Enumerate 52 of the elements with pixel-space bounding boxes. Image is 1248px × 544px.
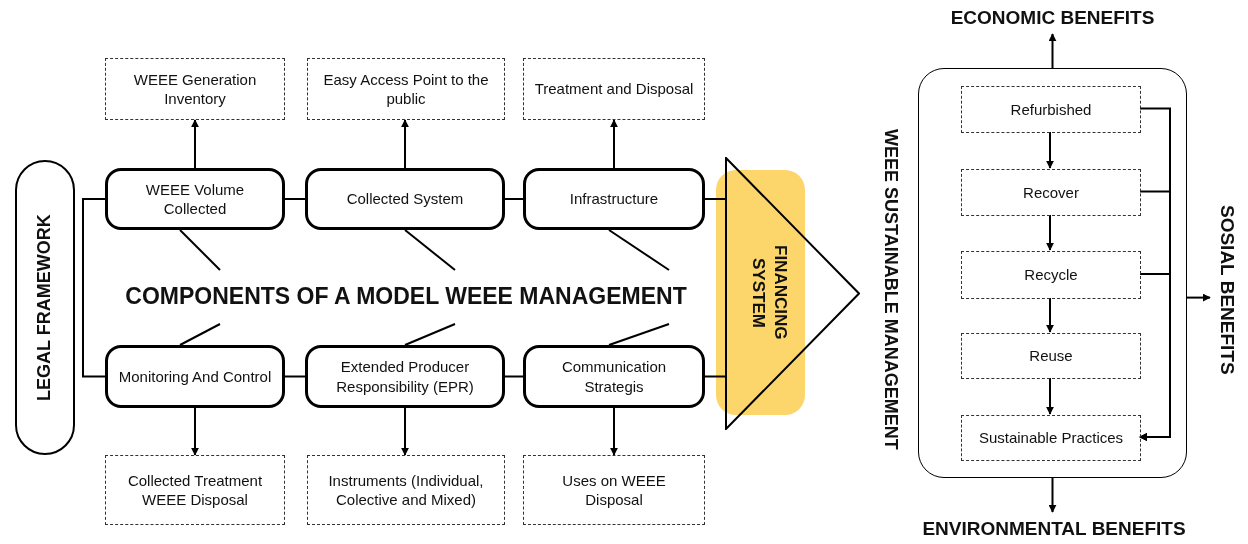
outcome-box: Instruments (Individual, Colective and Mixed) xyxy=(307,455,505,525)
arrow xyxy=(1139,273,1171,441)
arrow xyxy=(191,119,199,169)
outcome-box: Treatment and Disposal xyxy=(523,58,705,120)
outcome-box: Collected Treatment WEEE Disposal xyxy=(105,455,285,525)
arrow xyxy=(401,407,409,456)
arrow xyxy=(1048,33,1057,69)
arrow xyxy=(610,119,618,169)
connector-line xyxy=(284,375,306,378)
stage-box: Sustainable Practices xyxy=(961,415,1141,461)
outcome-box: Uses on WEEE Disposal xyxy=(523,455,705,525)
connector-line xyxy=(608,229,670,271)
component-box: Collected System xyxy=(305,168,505,230)
component-box: Extended Producer Responsibility (EPR) xyxy=(305,345,505,408)
component-box: WEEE Volume Collected xyxy=(105,168,285,230)
outcome-box: WEEE Generation Inventory xyxy=(105,58,285,120)
connector-line xyxy=(504,198,524,200)
arrow xyxy=(1046,297,1054,333)
arrow xyxy=(191,407,199,456)
stage-box: Recover xyxy=(961,169,1141,216)
component-box: Infrastructure xyxy=(523,168,705,230)
arrow xyxy=(1046,131,1054,169)
arrow xyxy=(1048,477,1057,513)
financing-band: FINANCING SYSTEM xyxy=(716,170,805,415)
arrowhead-shape xyxy=(725,157,860,430)
connector-line xyxy=(82,198,106,378)
arrow xyxy=(610,407,618,456)
benefit-heading: ECONOMIC BENEFITS xyxy=(930,4,1175,32)
connector-line xyxy=(704,375,727,378)
benefit-heading: SOSIAL BENEFITS xyxy=(1212,180,1242,400)
stage-box: Refurbished xyxy=(961,86,1141,133)
connector-line xyxy=(608,323,670,346)
connector-line xyxy=(179,229,221,271)
arrow xyxy=(1046,377,1054,415)
center-heading: COMPONENTS OF A MODEL WEEE MANAGEMENT xyxy=(108,272,704,322)
arrow xyxy=(1186,293,1211,302)
connector-line xyxy=(179,323,221,346)
component-box: Communication Strategis xyxy=(523,345,705,408)
connector-line xyxy=(404,323,456,346)
arrow xyxy=(1046,214,1054,251)
connector-line xyxy=(504,375,524,378)
connector-line xyxy=(284,198,306,200)
panel-heading: WEEE SUSTAINABLE MANAGEMENT xyxy=(880,129,903,450)
framework-pill: LEGAL FRAMEWORK xyxy=(15,160,75,455)
arrow xyxy=(401,119,409,169)
stage-box: Reuse xyxy=(961,333,1141,379)
outcome-box: Easy Access Point to the public xyxy=(307,58,505,120)
connector-line xyxy=(404,229,456,271)
component-box: Monitoring And Control xyxy=(105,345,285,408)
benefit-heading: ENVIRONMENTAL BENEFITS xyxy=(918,515,1190,543)
stage-box: Recycle xyxy=(961,251,1141,299)
connector-line xyxy=(704,198,727,200)
